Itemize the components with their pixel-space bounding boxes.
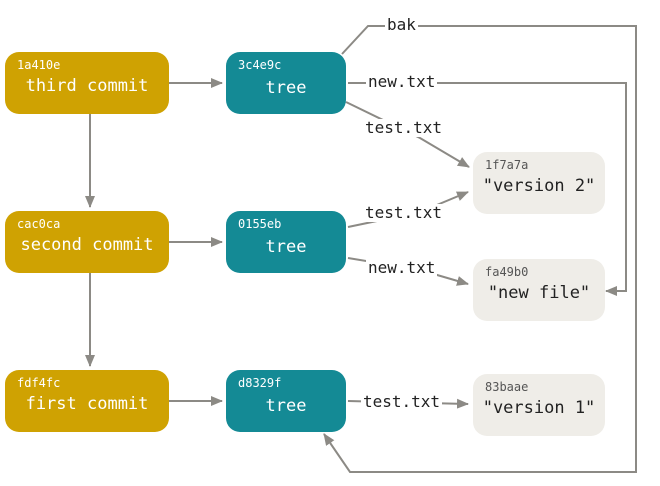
commit-node-third: 1a410e third commit — [5, 52, 169, 114]
commit-label: second commit — [20, 235, 154, 255]
tree-node-first: d8329f tree — [226, 370, 346, 432]
blob-hash: 1f7a7a — [485, 158, 529, 172]
tree-hash: d8329f — [238, 376, 282, 390]
edge-label-bak: bak — [385, 15, 418, 34]
edge-label-tree2-new: new.txt — [366, 258, 438, 277]
edge-tree3-test — [345, 101, 470, 168]
tree-label: tree — [265, 78, 307, 98]
tree-hash: 3c4e9c — [238, 58, 282, 72]
blob-label: "new file" — [487, 283, 591, 303]
blob-label: "version 2" — [482, 176, 596, 196]
commit-node-first: fdf4fc first commit — [5, 370, 169, 432]
edge-label-tree1-test: test.txt — [361, 392, 443, 411]
commit-label: first commit — [25, 394, 149, 414]
edge-label-tree2-test: test.txt — [363, 203, 445, 222]
commit-hash: fdf4fc — [17, 376, 61, 390]
blob-node-83baae: 83baae "version 1" — [473, 374, 605, 436]
tree-node-third: 3c4e9c tree — [226, 52, 346, 114]
edge-label-tree3-test: test.txt — [363, 118, 445, 137]
commit-hash: 1a410e — [17, 58, 61, 72]
commit-node-second: cac0ca second commit — [5, 211, 169, 273]
blob-node-1f7a7a: 1f7a7a "version 2" — [473, 152, 605, 214]
tree-label: tree — [265, 396, 307, 416]
edge-tree3-new — [348, 82, 627, 296]
blob-hash: fa49b0 — [485, 265, 529, 279]
commit-label: third commit — [25, 76, 149, 96]
blob-label: "version 1" — [482, 398, 596, 418]
commit-hash: cac0ca — [17, 217, 61, 231]
tree-label: tree — [265, 237, 307, 257]
tree-node-second: 0155eb tree — [226, 211, 346, 273]
edge-bak-subtree — [323, 25, 637, 473]
edge-label-tree3-new: new.txt — [366, 72, 438, 91]
tree-hash: 0155eb — [238, 217, 282, 231]
blob-node-fa49b0: fa49b0 "new file" — [473, 259, 605, 321]
blob-hash: 83baae — [485, 380, 529, 394]
